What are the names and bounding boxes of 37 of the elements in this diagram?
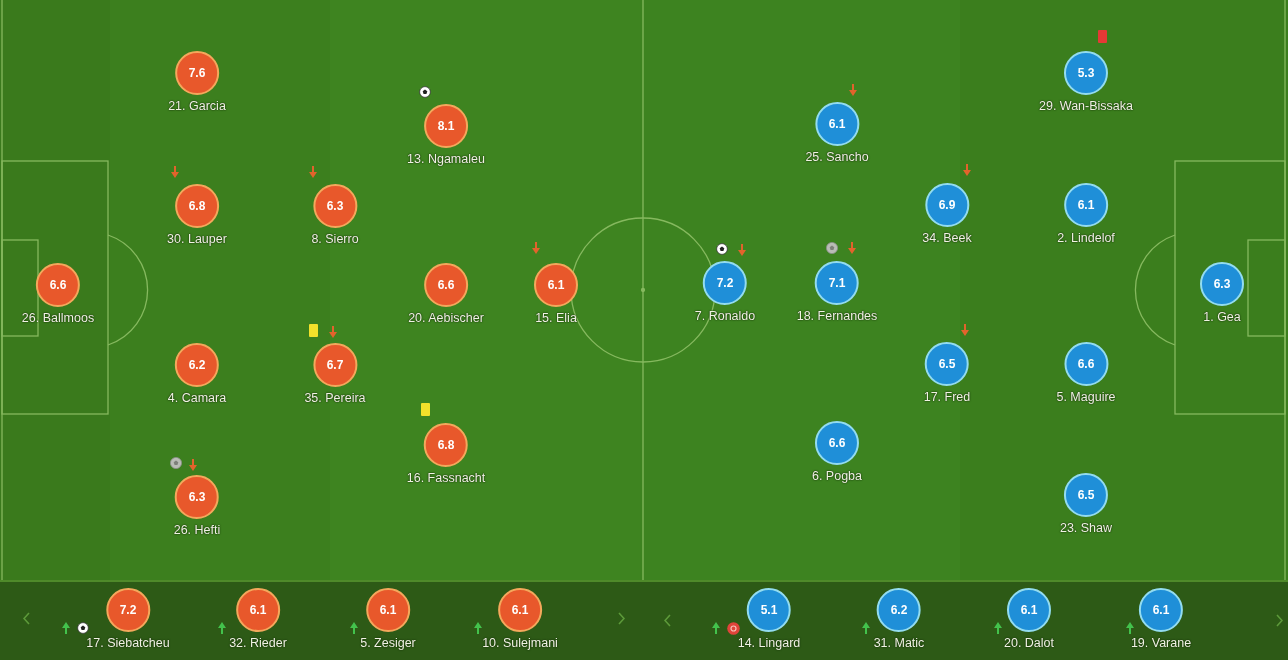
player-marker	[360, 588, 416, 651]
player-name: 30. Lauper	[167, 232, 227, 247]
player-name: 26. Ballmoos	[21, 311, 95, 326]
player-name: 8. Sierro	[311, 232, 359, 247]
player-name: 6. Pogba	[812, 469, 862, 484]
player-name: 21. Garcia	[168, 99, 226, 114]
player-name: 34. Beek	[922, 231, 972, 246]
player-name: 20. Aebischer	[408, 311, 484, 326]
player-name: 7. Ronaldo	[694, 309, 756, 324]
player-marker	[167, 184, 227, 247]
player-name: 32. Rieder	[229, 636, 287, 651]
player-name: 16. Fassnacht	[406, 471, 486, 486]
player-name: 15. Elia	[535, 311, 577, 326]
player-name: 19. Varane	[1130, 636, 1192, 651]
player-name: 20. Dalot	[1004, 636, 1054, 651]
player-name: 29. Wan-Bissaka	[1039, 99, 1133, 114]
player-name: 13. Ngamaleu	[407, 152, 485, 167]
player-name: 18. Fernandes	[796, 309, 878, 324]
player-marker	[482, 588, 558, 651]
player-name: 14. Lingard	[737, 636, 801, 651]
player-name: 17. Siebatcheu	[86, 636, 170, 651]
player-name: 10. Sulejmani	[482, 636, 558, 651]
player-marker	[812, 421, 862, 484]
player-name: 25. Sancho	[805, 150, 869, 165]
player-name: 26. Hefti	[173, 523, 221, 538]
player-marker	[737, 588, 801, 651]
player-name: 2. Lindelof	[1057, 231, 1115, 246]
player-name: 4. Camara	[167, 391, 227, 406]
player-name: 23. Shaw	[1059, 521, 1113, 536]
player-name: 35. Pereira	[304, 391, 366, 406]
player-name: 31. Matic	[873, 636, 925, 651]
player-marker	[407, 104, 485, 167]
player-marker	[1056, 342, 1116, 405]
player-name: 5. Maguire	[1056, 390, 1116, 405]
player-name: 5. Zesiger	[360, 636, 416, 651]
player-name: 1. Gea	[1203, 310, 1241, 325]
player-name: 17. Fred	[923, 390, 971, 405]
